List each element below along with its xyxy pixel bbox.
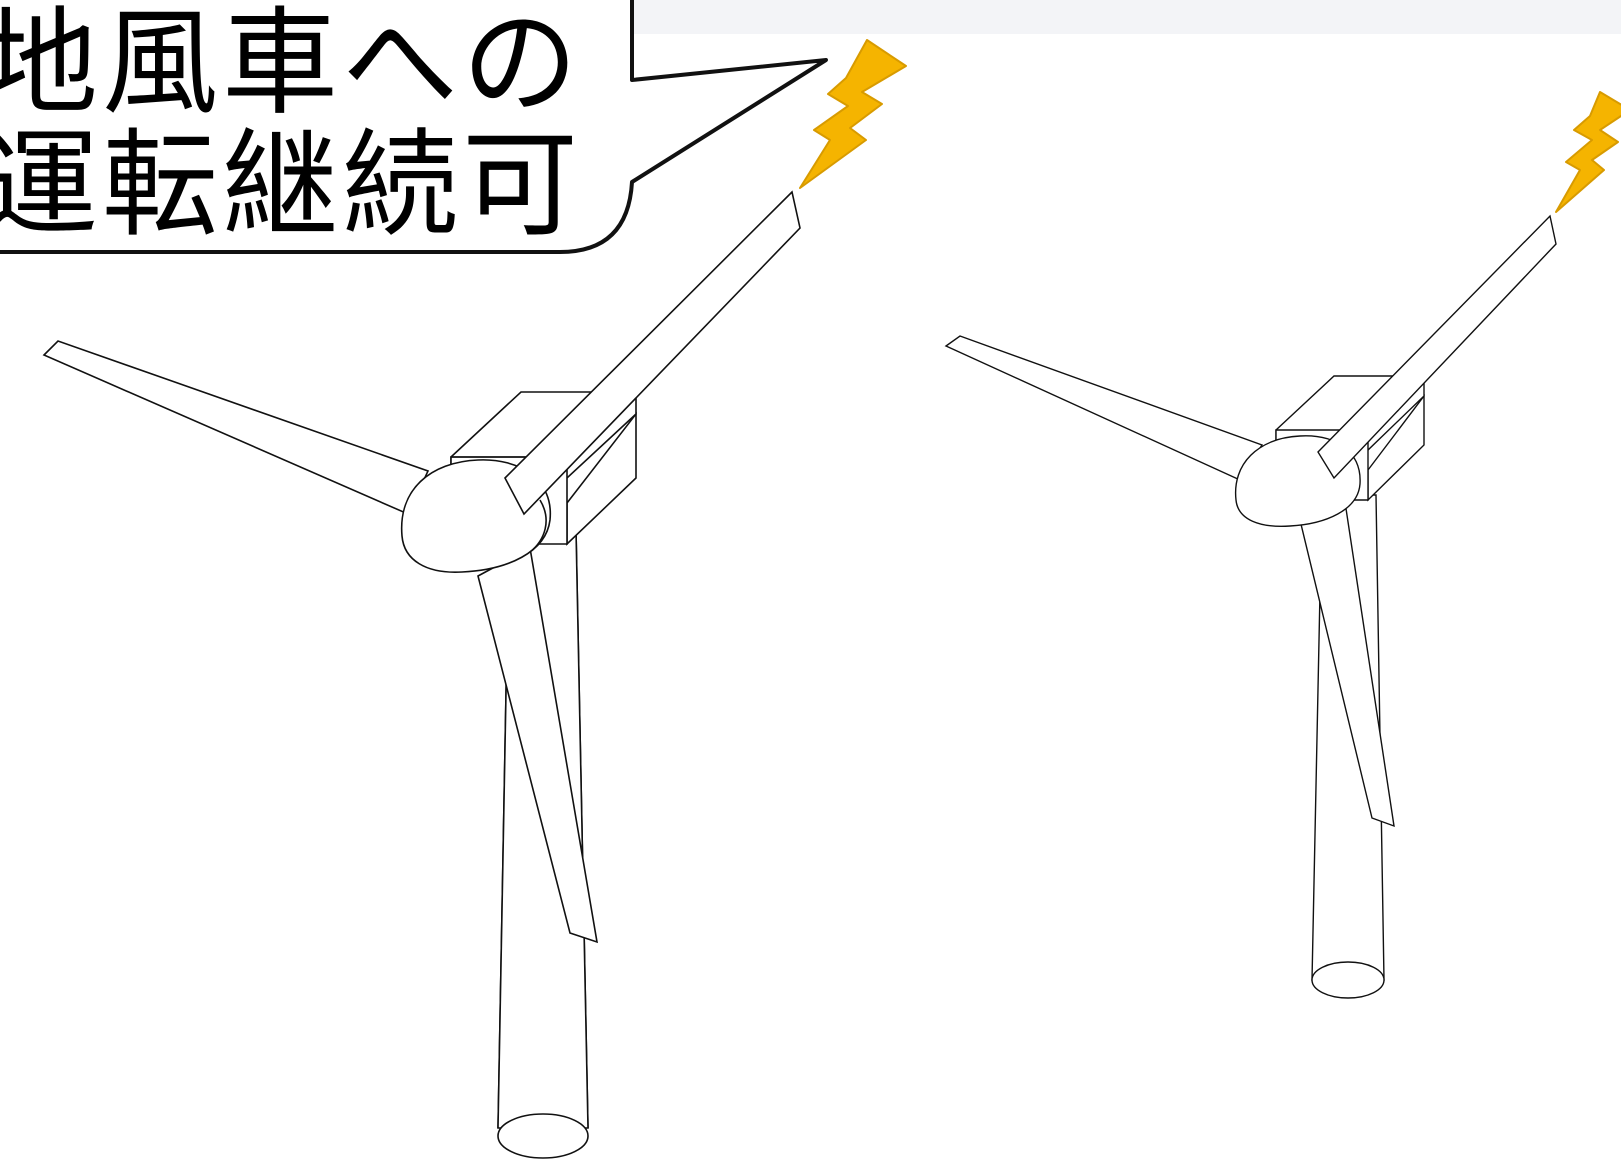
top-band [630,0,1621,34]
speech-bubble [0,0,828,254]
right-blade-north [1317,214,1557,480]
left-hub-seam [529,499,547,553]
right-blade-west [944,335,1264,481]
left-tower-base [497,1113,589,1159]
left-blade-north [504,190,801,516]
left-blade-west [42,340,430,516]
left-turbine [42,190,801,1159]
callout-line-1: 地風車への [0,0,582,131]
right-lightning-icon [1555,91,1621,213]
right-turbine [944,214,1557,999]
right-tower-base [1311,961,1385,999]
callout-line-2: 運転継続可 [0,118,582,253]
left-lightning-icon [799,39,907,189]
